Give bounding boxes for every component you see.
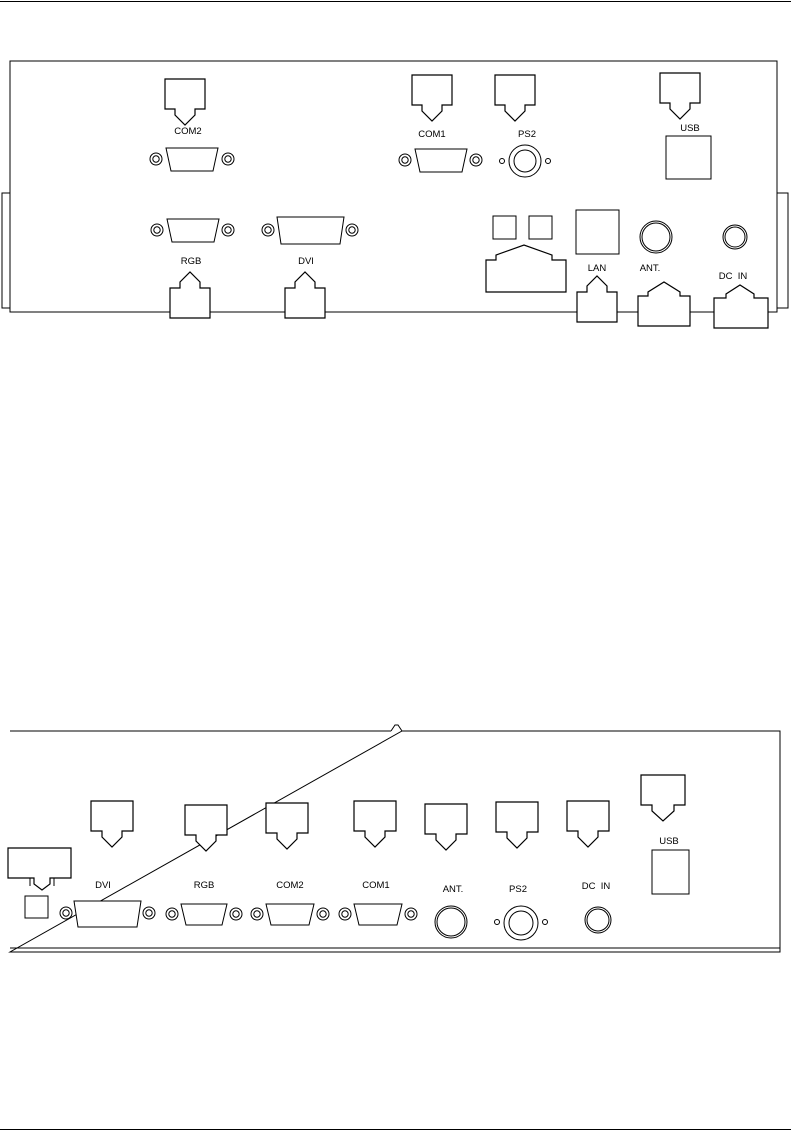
- bottom-com1-callout: [354, 801, 396, 847]
- top-label-com1: COM1: [418, 129, 445, 140]
- usb-callout: [660, 73, 700, 119]
- side-port-callout: [8, 848, 71, 890]
- top-label-com2: COM2: [174, 126, 201, 137]
- bottom-ps2-connector: [495, 906, 548, 940]
- bottom-com1-connector: [339, 904, 417, 925]
- bottom-ant-callout: [425, 804, 467, 850]
- bottom-label-ant: ANT.: [443, 884, 464, 895]
- bottom-label-dvi: DVI: [95, 880, 111, 891]
- bottom-com2-connector: [251, 904, 329, 925]
- bottom-dvi-callout: [91, 801, 133, 847]
- com2-callout: [165, 79, 205, 125]
- rgb-connector: [151, 219, 234, 242]
- top-label-dvi: DVI: [298, 256, 314, 267]
- com1-connector: [399, 149, 482, 172]
- lan-port: [576, 210, 619, 254]
- bottom-dc-in-callout: [567, 801, 609, 847]
- lan-callout: [577, 276, 617, 322]
- dc-in-connector: [723, 225, 747, 249]
- top-panel-diagram: COM2 COM1 PS2 USB RGB DVI LAN: [0, 0, 791, 340]
- small-port-left: [493, 216, 516, 239]
- bottom-rgb-connector: [166, 904, 242, 925]
- ps2-connector: [500, 145, 551, 177]
- usb-port: [666, 136, 711, 179]
- bottom-usb-callout: [641, 775, 685, 821]
- bottom-label-com2: COM2: [276, 880, 303, 891]
- rgb-callout: [170, 272, 210, 318]
- bottom-label-com1: COM1: [362, 880, 389, 891]
- bottom-com2-callout: [266, 803, 308, 849]
- dvi-callout: [285, 272, 325, 318]
- dc-in-callout: [714, 285, 768, 328]
- com1-callout: [412, 75, 452, 121]
- bottom-label-ps2: PS2: [509, 884, 527, 895]
- bottom-label-rgb: RGB: [194, 880, 215, 891]
- bottom-rgb-callout: [185, 805, 227, 851]
- top-label-lan: LAN: [588, 263, 607, 274]
- top-label-dc-in: DC IN: [719, 271, 748, 282]
- dvi-connector: [262, 217, 358, 244]
- bottom-usb-port: [652, 850, 689, 894]
- footer-rule: [0, 1129, 791, 1130]
- bottom-label-dc-in: DC IN: [582, 881, 611, 892]
- ant-connector: [640, 221, 672, 253]
- ant-callout: [638, 282, 690, 326]
- bottom-dc-in-connector: [585, 907, 611, 933]
- bottom-ant-connector: [435, 906, 467, 938]
- bottom-label-usb: USB: [659, 836, 679, 847]
- com2-connector: [150, 148, 234, 171]
- top-label-usb: USB: [680, 123, 700, 134]
- side-port: [25, 896, 48, 918]
- small-ports-callout: [486, 245, 566, 292]
- small-port-right: [529, 216, 552, 239]
- top-label-rgb: RGB: [181, 256, 202, 267]
- bottom-dvi-connector: [60, 901, 155, 927]
- bottom-ps2-callout: [496, 802, 538, 848]
- top-label-ant: ANT.: [640, 263, 661, 274]
- top-label-ps2: PS2: [518, 129, 536, 140]
- bottom-panel-diagram: DVI RGB COM2 COM1 ANT. PS2: [0, 720, 791, 980]
- ps2-callout: [495, 75, 535, 121]
